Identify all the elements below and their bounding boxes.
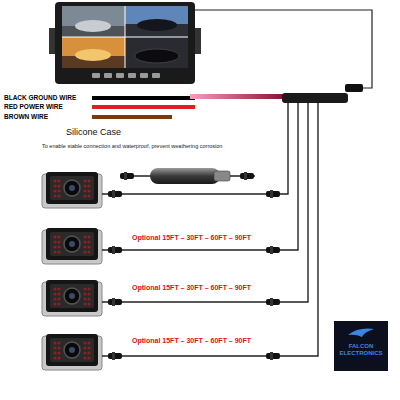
screen-quadrant: [62, 6, 125, 37]
power-cable: [190, 94, 285, 99]
logo-text: FALCON ELECTRONICS: [337, 343, 385, 357]
camera-cable: [280, 103, 298, 250]
wire-label: BROWN WIRE: [4, 113, 48, 120]
car: [135, 49, 179, 63]
screen-quadrant: [62, 37, 125, 68]
camera-cable: [280, 103, 288, 194]
screen-quadrant: [125, 6, 188, 37]
monitor-buttons: [92, 73, 160, 78]
extension-cables: [102, 194, 280, 356]
camera-cable: [280, 103, 318, 356]
signal-cable: [195, 10, 372, 88]
car: [137, 19, 177, 31]
coupling-nut: [214, 171, 230, 181]
power-wire: [92, 105, 195, 109]
screen-quadrant: [125, 37, 188, 68]
note: To enable stable connection and waterpro…: [42, 143, 222, 149]
brown-wire: [92, 115, 172, 119]
falcon-shape: [348, 329, 374, 337]
logo-box: FALCON ELECTRONICS: [334, 321, 388, 371]
silicone-case: [120, 168, 255, 184]
camera-cable: [280, 103, 308, 302]
monitor: [49, 2, 201, 84]
length-option: Optional 15FT – 30FT – 60FT – 90FT: [132, 284, 251, 292]
cable-connector: [345, 84, 363, 92]
screen-divider: [62, 37, 188, 38]
wire-label: RED POWER WIRE: [4, 103, 63, 110]
harness: [282, 93, 348, 103]
length-option: Optional 15FT – 30FT – 60FT – 90FT: [132, 234, 251, 242]
part-label: Silicone Case: [66, 127, 121, 137]
length-option: Optional 15FT – 30FT – 60FT – 90FT: [132, 337, 251, 345]
monitor-body: [55, 2, 195, 84]
ground-wire: [92, 96, 195, 100]
silicone-sleeve: [150, 168, 220, 184]
falcon-icon: [346, 325, 376, 343]
wire-label: BLACK GROUND WIRE: [4, 94, 76, 101]
car: [75, 49, 111, 61]
car: [75, 20, 111, 32]
